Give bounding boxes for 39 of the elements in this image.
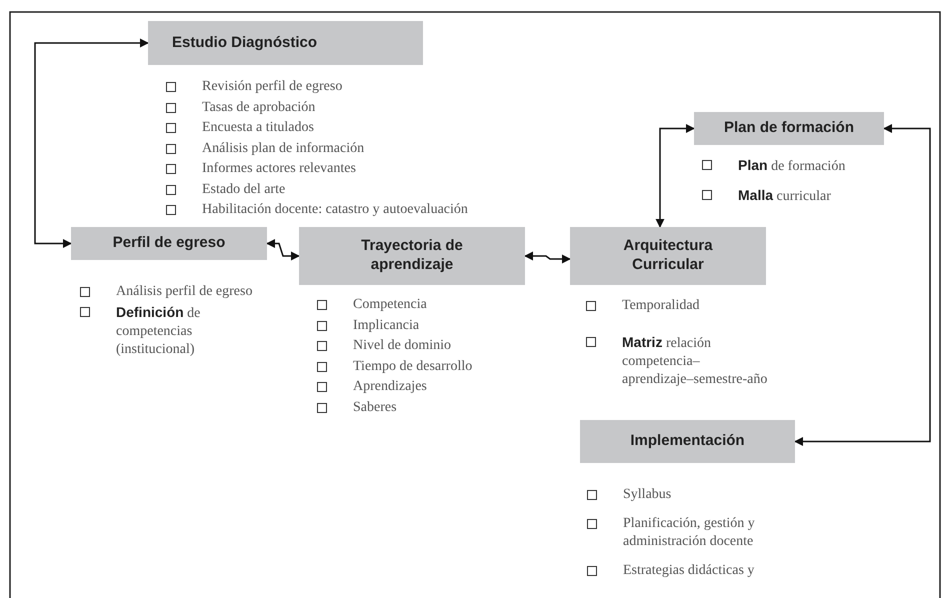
step-box	[299, 227, 525, 285]
step-box	[570, 227, 766, 285]
step-heading: Perfil de egreso	[112, 234, 226, 253]
list-item: Análisis plan de información	[202, 140, 366, 158]
list-item: Aprendizajes	[353, 378, 428, 396]
list-item: Encuesta a titulados	[202, 119, 315, 137]
list-item: Planificación, gestión y administración docente	[623, 515, 756, 551]
list-item: Saberes	[353, 398, 398, 416]
double-arrow	[266, 239, 300, 260]
step-box	[148, 21, 423, 65]
list-item: Estado del arte	[202, 180, 286, 198]
list-item: Syllabus	[623, 486, 672, 504]
list-item: Tasas de aprobación	[202, 98, 316, 116]
list-item: Estrategias didácticas y	[623, 562, 756, 580]
double-arrow	[524, 252, 571, 264]
list-item: Análisis perfil de egreso	[116, 283, 254, 301]
step-heading: Implementación	[630, 432, 745, 451]
list-item: Malla curricular	[738, 186, 832, 206]
list-item: Nivel de dominio	[353, 337, 452, 355]
step-box	[694, 112, 884, 145]
list-item: Implicancia	[353, 316, 420, 334]
double-arrow	[794, 124, 931, 446]
double-arrow	[34, 38, 149, 248]
list-item: Plan de formación	[738, 156, 846, 176]
list-item: Informes actores relevantes	[202, 160, 357, 178]
list-item: Habilitación docente: catastro y autoevaluación	[202, 201, 469, 219]
list-item: Matriz relación competencia–aprendizaje–semestre-año	[622, 333, 768, 389]
list-item: Revisión perfil de egreso	[202, 78, 344, 96]
step-heading: Trayectoria de aprendizaje	[360, 237, 464, 275]
step-box	[71, 227, 267, 260]
step-heading: Plan de formación	[724, 119, 854, 138]
step-heading: Arquitectura Curricular	[622, 237, 714, 275]
step-heading: Estudio Diagnóstico	[172, 34, 318, 52]
list-item: Temporalidad	[622, 297, 701, 315]
list-item: Competencia	[353, 296, 428, 314]
list-item: Tiempo de desarrollo	[353, 358, 474, 376]
double-arrow	[656, 124, 695, 228]
list-item: Definición de competencias (institucional)	[116, 303, 202, 359]
step-box	[580, 420, 795, 463]
